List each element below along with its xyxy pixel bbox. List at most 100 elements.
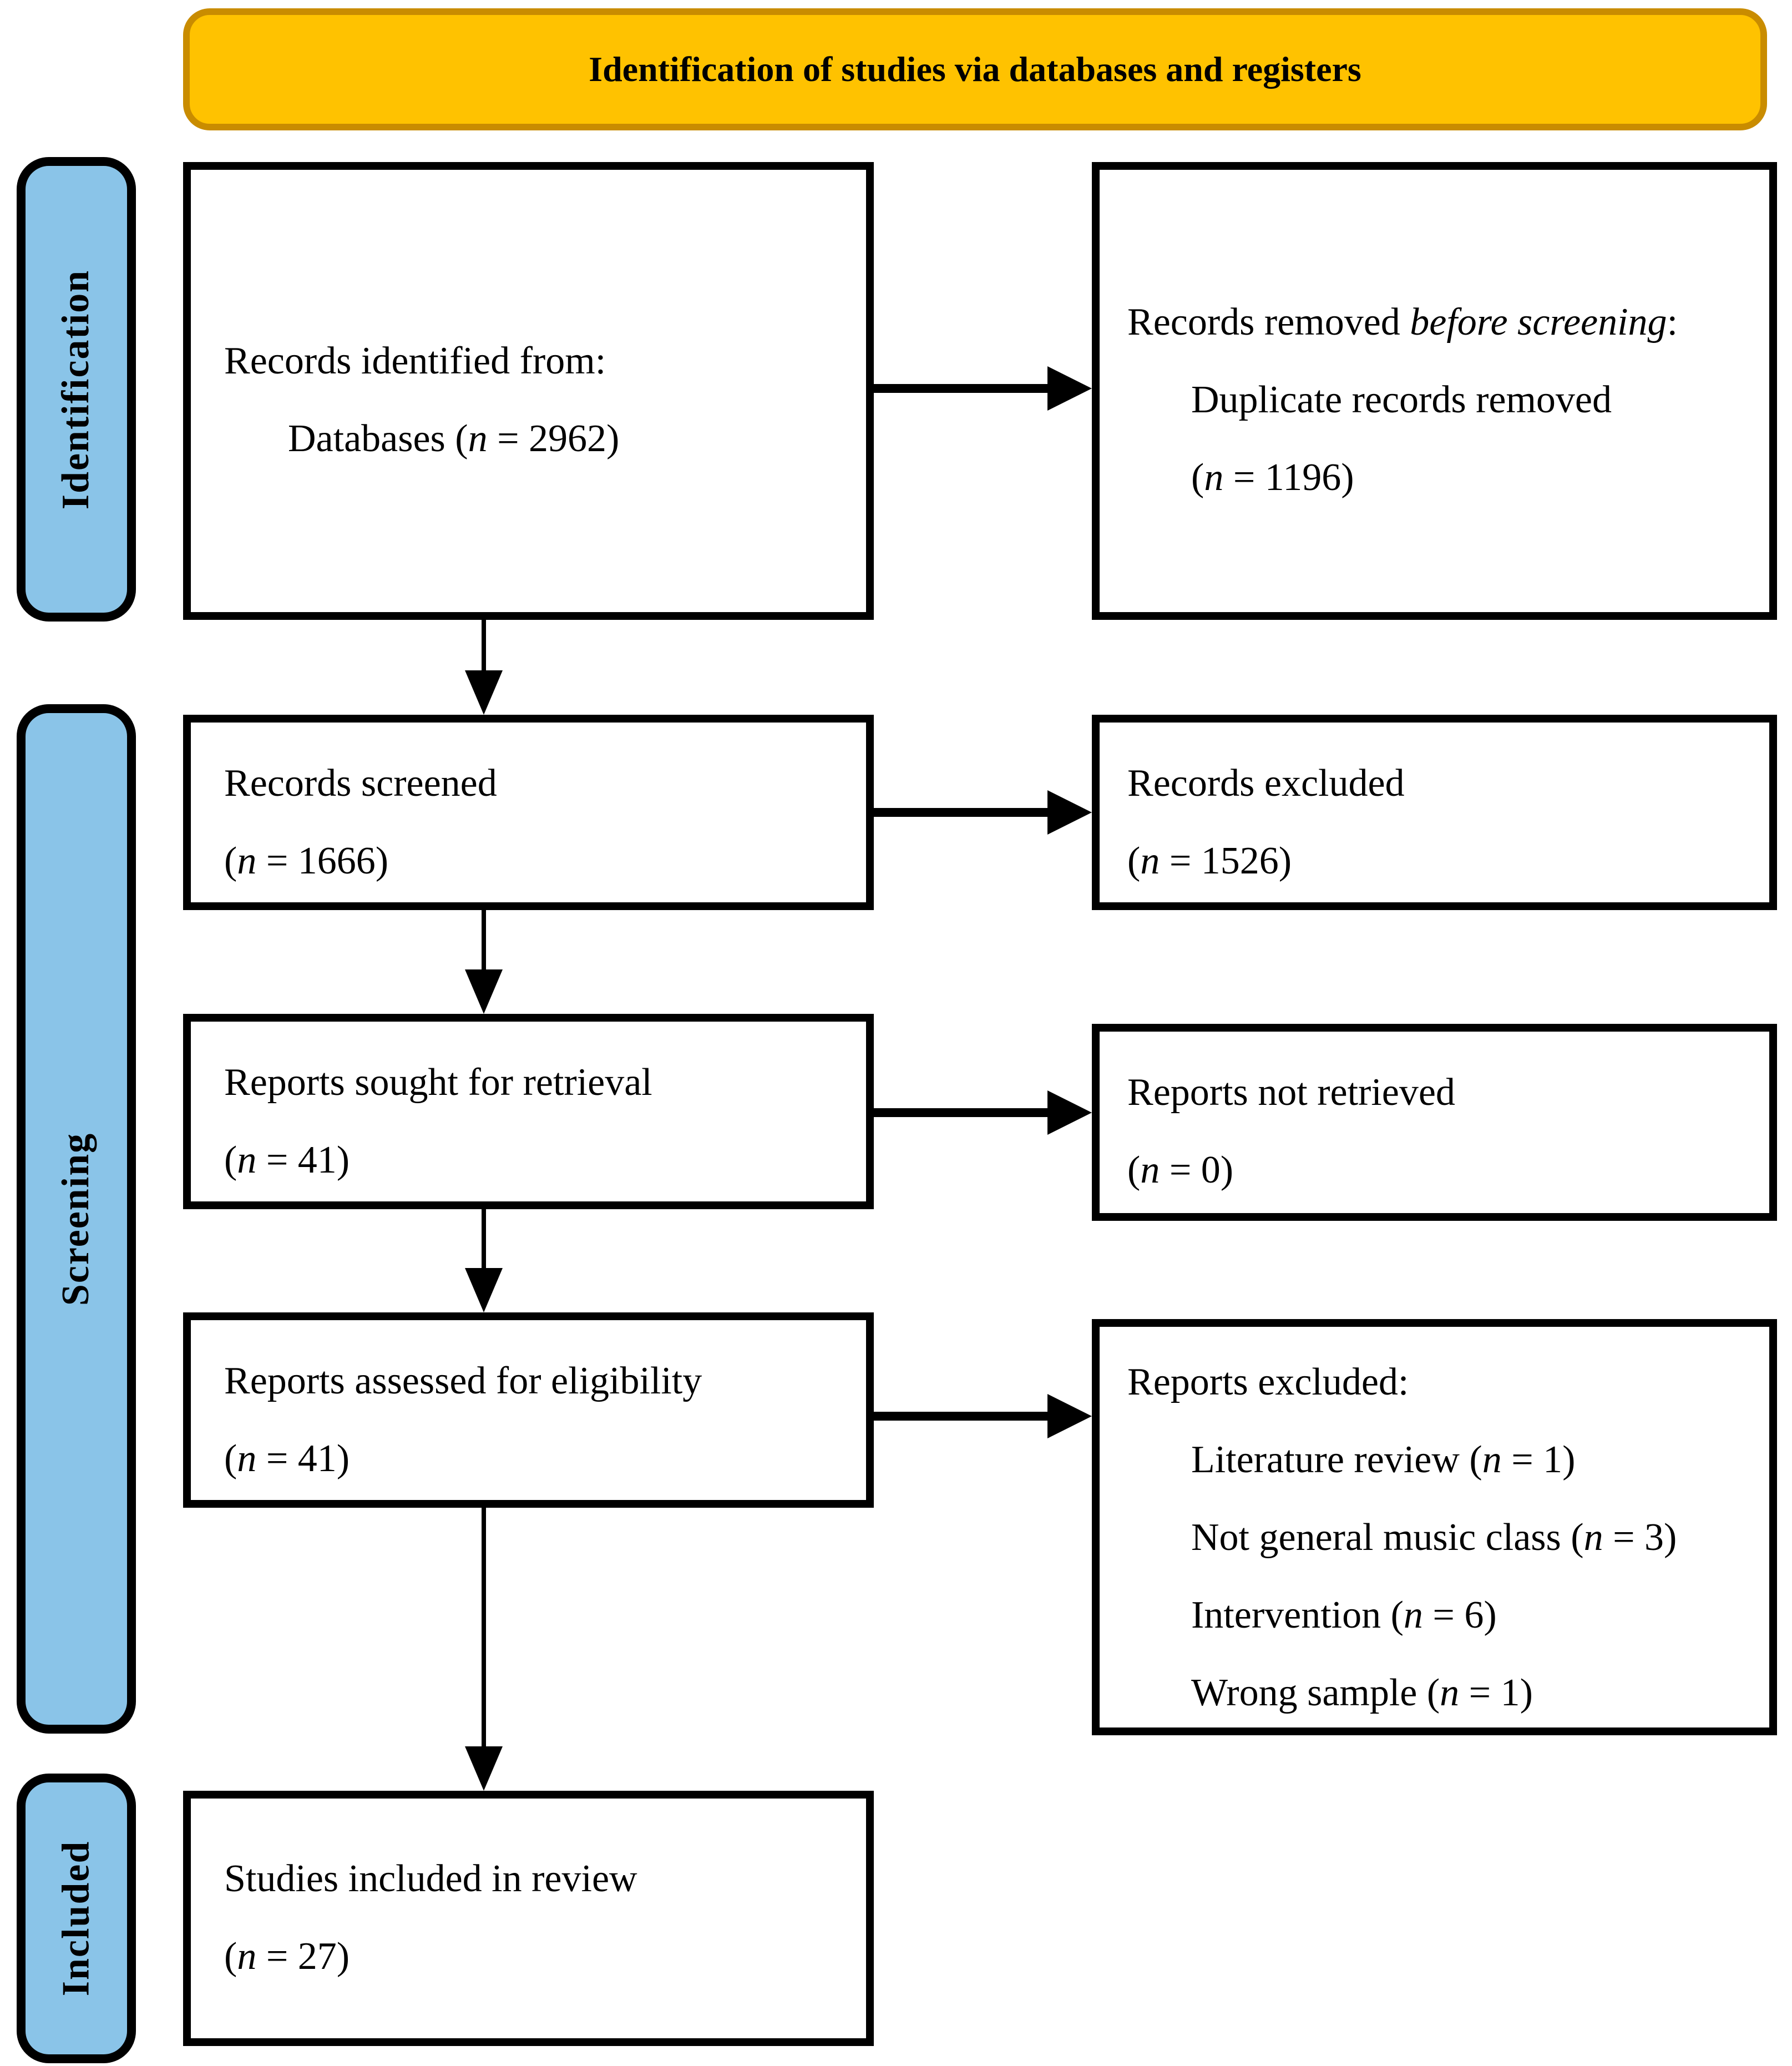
stage-label-identification: Identification	[54, 269, 98, 509]
arrow-down-sought-to-assessed-head	[465, 1268, 503, 1312]
italic-text-segment: n	[1482, 1438, 1502, 1481]
text-segment: Studies included in review	[224, 1857, 637, 1900]
arrow-right-assessed-to-excluded-head	[1047, 1394, 1092, 1438]
italic-text-segment: n	[468, 417, 488, 460]
banner: Identification of studies via databases …	[183, 8, 1767, 130]
text-segment: = 0)	[1160, 1149, 1234, 1191]
box-text-line: Literature review (n = 1)	[1127, 1421, 1764, 1499]
text-segment: Records removed	[1127, 301, 1410, 344]
box-text-line: Duplicate records removed	[1127, 361, 1764, 439]
arrow-right-assessed-to-excluded-line	[874, 1412, 1050, 1421]
arrow-right-identified-to-removed-line	[874, 384, 1050, 393]
box-text-line: Not general music class (n = 3)	[1127, 1499, 1764, 1577]
arrow-right-screened-to-excluded-line	[874, 808, 1050, 817]
box-reports-sought-for-retrieval: Reports sought for retrieval (n = 41)	[183, 1014, 874, 1209]
box-text-line: Studies included in review	[224, 1840, 860, 1918]
text-segment: Intervention (	[1191, 1594, 1404, 1636]
box-text-line: (n = 41)	[224, 1122, 860, 1199]
arrow-down-identified-to-screened-head	[465, 670, 503, 715]
italic-text-segment: n	[1583, 1516, 1603, 1559]
stage-label-included: Included	[54, 1840, 98, 1997]
text-segment: = 3)	[1603, 1516, 1677, 1559]
box-text-line: Wrong sample (n = 1)	[1127, 1654, 1764, 1732]
text-segment: = 1196)	[1223, 456, 1354, 499]
text-segment: (	[1127, 1149, 1141, 1191]
italic-text-segment: n	[1403, 1594, 1423, 1636]
box-records-identified: Records identified from: Databases (n = 2…	[183, 162, 874, 620]
text-segment: Records screened	[224, 762, 497, 805]
text-segment: = 1666)	[256, 840, 389, 882]
box-text-line: Records screened	[224, 745, 860, 822]
box-reports-excluded-reasons: Reports excluded:Literature review (n = …	[1092, 1319, 1777, 1735]
arrow-down-screened-to-sought-line	[482, 910, 486, 972]
text-segment: = 2962)	[487, 417, 620, 460]
italic-text-segment: n	[237, 1139, 257, 1181]
text-segment: = 6)	[1423, 1594, 1497, 1636]
italic-text-segment: n	[1204, 456, 1224, 499]
text-segment: = 1)	[1501, 1438, 1576, 1481]
box-text-line: (n = 1526)	[1127, 822, 1764, 900]
arrow-down-assessed-to-included-line	[482, 1508, 486, 1749]
arrow-right-screened-to-excluded-head	[1047, 790, 1092, 835]
text-segment: (	[224, 1935, 237, 1978]
text-segment: = 41)	[256, 1139, 350, 1181]
box-text-line: Databases (n = 2962)	[224, 400, 860, 478]
text-segment: Databases (	[288, 417, 468, 460]
italic-text-segment: n	[1140, 840, 1160, 882]
text-segment: (	[224, 1437, 237, 1480]
arrow-right-identified-to-removed-head	[1047, 366, 1092, 411]
stage-label-screening: Screening	[54, 1132, 98, 1306]
italic-text-segment: n	[1440, 1671, 1460, 1714]
italic-text-segment: before screening	[1410, 301, 1667, 344]
arrow-right-sought-to-not-retrieved-head	[1047, 1090, 1092, 1135]
box-text-line: Records identified from:	[224, 322, 860, 400]
box-records-screened: Records screened (n = 1666)	[183, 715, 874, 910]
text-segment: = 41)	[256, 1437, 350, 1480]
box-text-line: Intervention (n = 6)	[1127, 1577, 1764, 1654]
stage-bar-included: Included	[17, 1774, 136, 2063]
text-segment: Reports assessed for eligibility	[224, 1360, 702, 1402]
text-segment: (	[224, 1139, 237, 1181]
box-text-line: (n = 41)	[224, 1420, 860, 1498]
italic-text-segment: n	[237, 1935, 257, 1978]
text-segment: Reports not retrieved	[1127, 1071, 1455, 1114]
text-segment: Not general music class (	[1191, 1516, 1584, 1559]
stage-bar-screening: Screening	[17, 704, 136, 1734]
text-segment: Literature review (	[1191, 1438, 1482, 1481]
box-reports-assessed-for-eligibility: Reports assessed for eligibility (n = 41)	[183, 1312, 874, 1508]
stage-bar-identification: Identification	[17, 157, 136, 622]
arrow-down-identified-to-screened-line	[482, 620, 486, 673]
text-segment: Duplicate records removed	[1191, 378, 1612, 421]
box-text-line: (n = 1666)	[224, 822, 860, 900]
box-text-line: Records removed before screening:	[1127, 284, 1764, 361]
box-reports-not-retrieved: Reports not retrieved (n = 0)	[1092, 1024, 1777, 1221]
text-segment: (	[224, 840, 237, 882]
box-text-line: (n = 0)	[1127, 1131, 1764, 1209]
arrow-down-sought-to-assessed-line	[482, 1209, 486, 1271]
arrow-down-assessed-to-included-head	[465, 1746, 503, 1791]
box-text-line: Reports sought for retrieval	[224, 1044, 860, 1122]
arrow-right-sought-to-not-retrieved-line	[874, 1108, 1050, 1117]
text-segment: :	[1667, 301, 1678, 344]
text-segment: = 1526)	[1160, 840, 1292, 882]
box-text-line: (n = 27)	[224, 1918, 860, 1996]
text-segment: Records identified from:	[224, 340, 606, 382]
banner-title: Identification of studies via databases …	[589, 49, 1361, 89]
text-segment: (	[1127, 840, 1141, 882]
text-segment: (	[1191, 456, 1204, 499]
box-text-line: Reports assessed for eligibility	[224, 1342, 860, 1420]
text-segment: = 1)	[1459, 1671, 1533, 1714]
text-segment: Reports sought for retrieval	[224, 1061, 652, 1104]
box-text-line: Reports excluded:	[1127, 1343, 1764, 1421]
box-text-line: Records excluded	[1127, 745, 1764, 822]
box-text-line: (n = 1196)	[1127, 439, 1764, 517]
box-records-removed-before-screening: Records removed before screening: Duplica…	[1092, 162, 1777, 620]
text-segment: Records excluded	[1127, 762, 1405, 805]
italic-text-segment: n	[1140, 1149, 1160, 1191]
box-studies-included-in-review: Studies included in review (n = 27)	[183, 1791, 874, 2046]
box-text-line: Reports not retrieved	[1127, 1054, 1764, 1131]
text-segment: Reports excluded:	[1127, 1361, 1409, 1403]
text-segment: = 27)	[256, 1935, 350, 1978]
italic-text-segment: n	[237, 840, 257, 882]
